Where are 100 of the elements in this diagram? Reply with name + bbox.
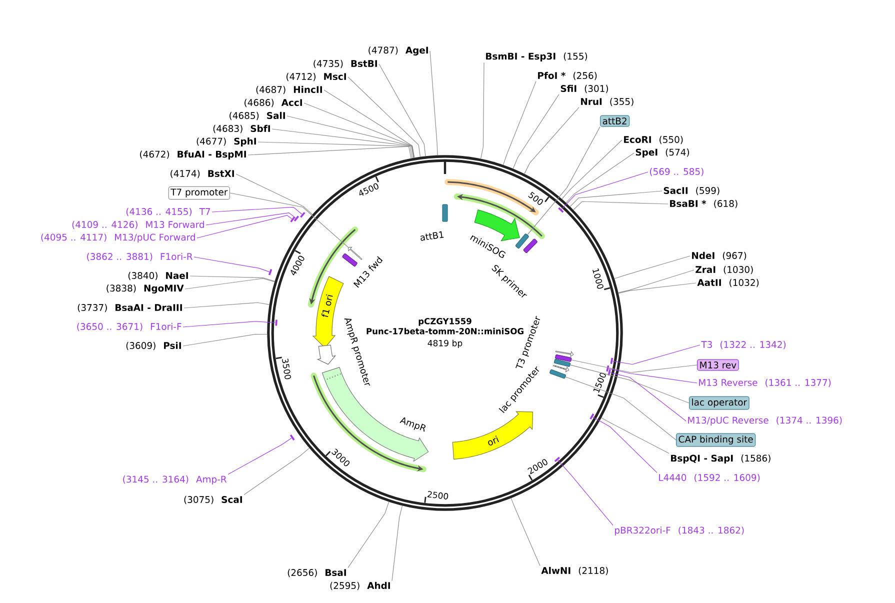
tick-label: 500 (528, 192, 543, 205)
site-label: (3075) ScaI (184, 496, 242, 504)
tick-label: 2500 (427, 491, 448, 500)
primer-label: (3862 .. 3881) F1ori-R (87, 252, 193, 262)
primer-label: (569 .. 585) (650, 168, 704, 176)
primer-label: M13/pUC Reverse (1374 .. 1396) (688, 416, 842, 426)
site-label: (2595) AhdI (330, 582, 390, 590)
site-label: (4672) BfuAI - BspMI (140, 150, 246, 160)
primer-label: (3650 .. 3671) F1ori-F (77, 322, 182, 332)
site-label: (4685) SalI (230, 112, 285, 120)
site-label: BsmBI - Esp3I (155) (486, 52, 588, 62)
leader-line (570, 190, 662, 207)
feature-tag: lac operator (689, 396, 750, 410)
leader-line (558, 460, 614, 526)
site-label: (4683) SbfI (213, 124, 270, 134)
primer-label: T3 (1322 .. 1342) (701, 340, 786, 350)
site-label: NruI (355) (581, 98, 634, 106)
leader-line (348, 502, 390, 568)
site-label: (3838) NgoMIV (106, 284, 184, 294)
site-label: (4712) MscI (286, 72, 346, 82)
primer-mark (300, 212, 306, 218)
feature-marker (553, 364, 570, 372)
leader-line (610, 372, 686, 422)
leader-line (565, 376, 676, 440)
site-label: SfiI (301) (560, 84, 608, 94)
leader-line (212, 206, 302, 214)
primer-label: M13 Reverse (1361 .. 1377) (699, 378, 831, 388)
feature-block (316, 344, 336, 365)
leader-line (510, 498, 540, 566)
leader-line (206, 212, 296, 226)
leader-line (480, 62, 484, 160)
leader-line (304, 102, 414, 158)
feature-tag: T7 promoter (168, 186, 230, 200)
leader-line (573, 201, 668, 210)
leader-line (184, 302, 270, 308)
leader-line (571, 360, 698, 373)
primer-mark (610, 358, 614, 364)
leader-line (527, 126, 600, 236)
primer-label: (4095 .. 4117) M13/pUC Forward (41, 234, 195, 242)
leader-line (182, 321, 276, 328)
site-label: (4686) AccI (244, 98, 302, 108)
leader-line (618, 282, 696, 294)
feature-bar (554, 358, 571, 367)
primer-mark (290, 434, 295, 440)
tick-label: 4500 (359, 183, 378, 196)
leader-line (430, 50, 438, 156)
tick-label: 3500 (282, 358, 291, 380)
feature-bar (550, 369, 566, 379)
feature-tag: M13 rev (697, 359, 739, 371)
feature-tag: CAP binding site (676, 433, 756, 447)
site-label: (3737) BsaAI - DraIII (78, 304, 182, 312)
leader-line (592, 416, 658, 473)
leader-line (324, 90, 415, 158)
primer-label: (4109 .. 4126) M13 Forward (72, 220, 204, 230)
leader-line (228, 438, 292, 475)
site-label: (4677) SphI (196, 138, 256, 146)
leader-line (608, 368, 698, 384)
site-label: NdeI (967) (692, 252, 746, 260)
primer-mark (290, 216, 296, 222)
leader-line (562, 140, 622, 200)
leader-line (614, 256, 690, 279)
leader-line (392, 505, 403, 581)
leader-line (184, 278, 275, 290)
leader-line (348, 76, 421, 158)
primer-label: pBR322ori-F (1843 .. 1862) (615, 526, 744, 536)
site-label: (4174) BstXI (170, 170, 234, 178)
site-label: BspQI - SapI (1586) (671, 454, 770, 464)
primer-mark (590, 413, 594, 420)
leader-line (272, 128, 414, 158)
primer-mark (294, 216, 299, 222)
feature-tag: attB2 (600, 115, 630, 127)
site-label: SpeI (574) (636, 148, 690, 158)
feature-bar (515, 234, 529, 248)
leader-line (244, 448, 310, 495)
site-label: EcoRI (550) (624, 136, 683, 144)
site-label: SacII (599) (664, 186, 720, 196)
site-label: AlwNI (2118) (541, 566, 608, 576)
feature-marker (348, 246, 362, 260)
site-label: PfoI * (256) (538, 72, 597, 80)
leader-line (512, 94, 560, 169)
leader-line (566, 152, 634, 203)
primer-mark (608, 369, 611, 376)
site-label: (4687) HincII (256, 86, 322, 94)
feature-block: f1 ori (312, 276, 344, 348)
leader-line (236, 174, 313, 215)
primer-label: L4440 (1592 .. 1609) (659, 474, 760, 482)
tick-label: 4000 (290, 256, 304, 276)
leader-line (230, 192, 348, 248)
primer-mark (558, 207, 564, 213)
leader-line (258, 142, 413, 158)
tick-label: 1500 (593, 372, 606, 393)
primer-label: (3145 .. 3164) Amp-R (123, 476, 227, 484)
site-label: ZraI (1030) (696, 266, 753, 274)
site-label: (3840) NaeI (128, 272, 188, 280)
primer-mark (606, 365, 610, 372)
feature-bar (555, 354, 572, 362)
leader-line (612, 344, 700, 365)
leader-line (196, 214, 292, 238)
leader-line (194, 256, 270, 272)
site-label: (4787) AgeI (368, 46, 428, 56)
